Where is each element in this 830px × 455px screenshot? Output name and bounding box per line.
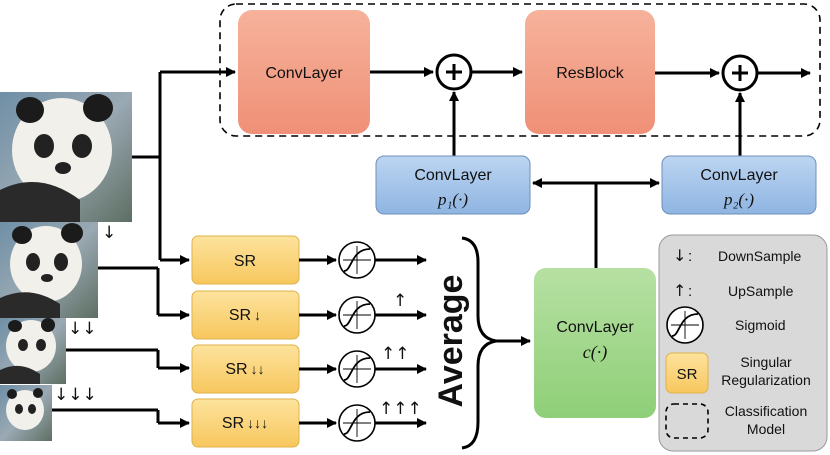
legend-downsample-text: DownSample [718,248,801,264]
resblock-block [525,10,655,134]
sr-block-4-label: SR [222,415,244,432]
legend-sr-swatch [665,352,709,394]
legend-sigmoid-icon [666,306,704,344]
sr-block-4: SR↓↓↓ [191,398,300,448]
input-image-quarter [0,318,66,384]
sr-block-4-arrows: ↓↓↓ [247,415,268,431]
convlayer-c-block [534,268,656,418]
convlayer-p1-block [375,155,531,215]
convlayer-c-label: ConvLayer [556,319,634,336]
legend-dashed-swatch [665,403,709,439]
sigmoid-icon-4 [338,404,376,442]
svg-text:SR↓↓↓: SR↓↓↓ [222,415,268,432]
c-to-p-arrows [532,178,660,268]
sigmoid-icon-1 [338,241,376,279]
legend-classification-text-1: Classification [725,403,807,419]
convlayer-p2-function: p₂(·) [723,190,754,209]
downsample-mark-2: ↓↓ [68,319,97,339]
convlayer-p1-function: p₁(·) [437,190,468,209]
input-image-full [0,92,132,222]
legend-sigmoid-text: Sigmoid [735,317,786,333]
legend-sr-label: SR [677,366,698,383]
input-image-half [0,222,98,318]
convlayer-p2-block [661,155,817,215]
svg-text:SR↓: SR↓ [229,307,261,324]
sigmoid-to-average-arrows [375,255,427,428]
average-label: Average [432,275,470,408]
sr-to-sigmoid-arrows [299,255,337,428]
legend-sr-text-2: Regularization [721,372,811,388]
plus-icon-1 [446,64,462,80]
sr-block-1-label: SR [234,253,256,270]
upsample-mark-1: ↑ [393,291,407,311]
input-image-eighth [0,385,52,441]
legend-colon-1: : [688,248,692,265]
sr-block-3: SR↓↓ [191,344,300,394]
model-arrows [370,67,811,156]
convlayer-c-function: c(·) [583,342,607,363]
legend-sr-text-1: Singular [740,354,792,370]
legend-upsample-icon: ↑ [673,281,686,300]
sr-block-3-arrows: ↓↓ [251,361,265,377]
input-arrows [52,67,236,428]
legend-panel [658,234,828,452]
convlayer-label: ConvLayer [265,65,343,82]
downsample-mark-1: ↓ [102,223,116,243]
sigmoid-icon-2 [338,296,376,334]
upsample-mark-3: ↑↑↑ [379,399,422,419]
convlayer-p1-label: ConvLayer [414,167,492,184]
upsample-mark-2: ↑↑ [381,344,410,364]
classification-model-boundary [219,3,821,137]
convlayer-p2-label: ConvLayer [700,167,778,184]
downsample-mark-3: ↓↓↓ [54,385,97,405]
sr-block-2-arrows: ↓ [254,307,261,323]
sr-block-3-label: SR [225,361,247,378]
legend-classification-text-2: Model [747,421,785,437]
svg-text:SR: SR [234,253,256,270]
plus-icon-2 [732,65,748,81]
svg-text:SR↓↓: SR↓↓ [225,361,264,378]
legend-colon-2: : [688,283,692,300]
sigmoid-icon-3 [338,350,376,388]
convlayer-block [238,10,370,134]
sr-block-2-label: SR [229,307,251,324]
legend-downsample-icon: ↓ [673,246,686,265]
sr-block-2: SR↓ [191,290,300,340]
sr-block-1: SR [191,235,300,285]
legend-upsample-text: UpSample [728,283,794,299]
resblock-label: ResBlock [556,65,625,82]
